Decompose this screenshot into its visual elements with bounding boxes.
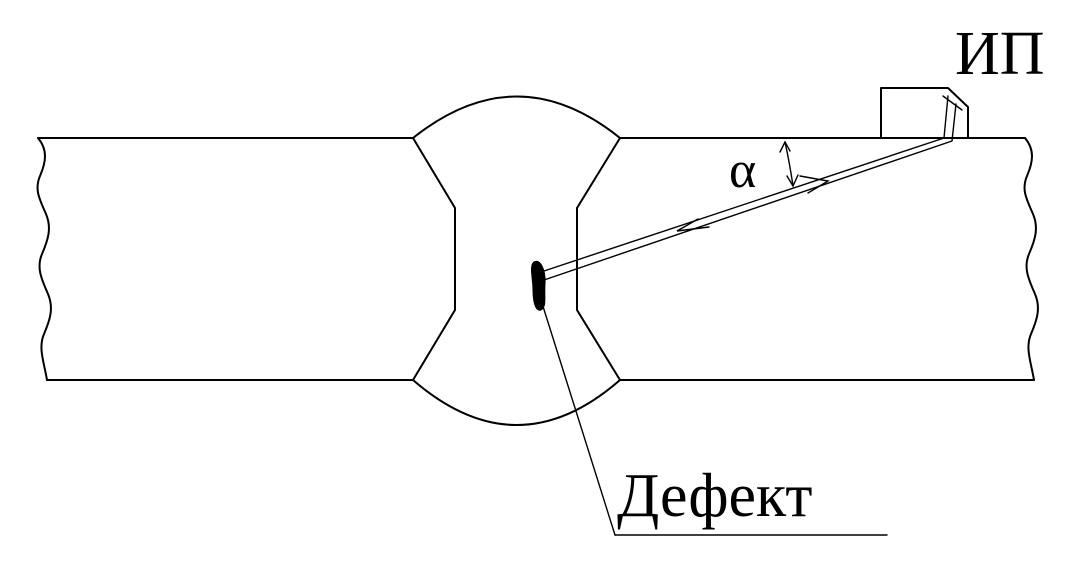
angle-arrow-bottom <box>786 174 799 188</box>
defect-leader <box>540 299 888 536</box>
defect-mark <box>530 260 546 311</box>
probe-crystal-line <box>942 95 963 111</box>
weld-bottom-reinforcement <box>412 379 621 426</box>
left-plate <box>36 137 414 381</box>
angle-arc <box>784 141 794 187</box>
left-plate-break-line <box>36 137 52 381</box>
probe-body <box>880 87 969 139</box>
ultrasonic-beam <box>540 95 957 281</box>
beam-upper-line <box>540 95 949 273</box>
defect-leader-line <box>540 299 616 536</box>
angle-indicator <box>779 140 799 188</box>
angle-arrow-top <box>779 140 791 153</box>
defect-label: Дефект <box>617 462 812 530</box>
beam-lower-line <box>543 103 957 281</box>
angle-label: α <box>729 142 756 199</box>
right-plate <box>619 137 1039 381</box>
beam-forward-arrow <box>799 175 830 194</box>
weld-right-groove <box>576 137 621 381</box>
weld-top-reinforcement <box>412 95 621 139</box>
weld-seam <box>412 95 621 426</box>
weld-left-groove <box>412 137 456 381</box>
probe-label: ИП <box>955 20 1045 88</box>
probe-transducer <box>880 87 969 139</box>
beam-return-arrow <box>676 218 710 232</box>
right-plate-break-line <box>1023 137 1039 381</box>
